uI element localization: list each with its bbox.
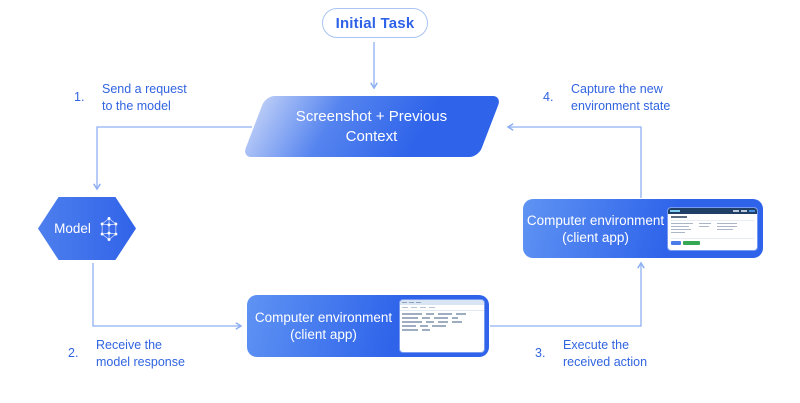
file-manager-thumbnail (400, 300, 484, 352)
thumbnail-nav (733, 209, 755, 212)
arrow-context-to-model (93, 126, 252, 191)
computer-env-bottom-label: Computer environment (client app) (254, 310, 393, 342)
initial-task-label: Initial Task (335, 14, 415, 32)
computer-env-right-label: Computer environment (client app) (526, 212, 665, 245)
thumbnail-body (668, 214, 757, 247)
initial-task-node: Initial Task (322, 8, 428, 38)
thumbnail-rows (400, 311, 484, 335)
computer-env-bottom-node: Computer environment (client app) (247, 295, 489, 357)
model-network-icon (100, 216, 118, 241)
arrow-env-to-env (490, 261, 645, 327)
thumbnail-header (668, 207, 757, 214)
step-label-3: 3. Execute the received action (535, 338, 648, 369)
model-label: Model (54, 221, 91, 236)
thumbnail-toolbar (400, 305, 484, 311)
model-node: Model (38, 197, 136, 260)
thumbnail-titlebar (400, 300, 484, 305)
step-label-4: 4. Capture the new environment state (543, 82, 671, 113)
computer-env-right-node: Computer environment (client app) (523, 199, 763, 258)
arrow-model-to-env (92, 263, 243, 330)
screenshot-context-node: Screenshot + Previous Context (242, 96, 502, 157)
step-label-2: 2. Receive the model response (68, 338, 185, 369)
step-label-1: 1. Send a request to the model (74, 82, 187, 113)
web-app-thumbnail (668, 207, 757, 250)
thumbnail-green-button (683, 240, 700, 245)
thumbnail-logo (670, 209, 680, 212)
thumbnail-blue-button (671, 240, 681, 245)
arrow-env-to-context (506, 123, 642, 198)
screenshot-context-label: Screenshot + Previous Context (296, 107, 448, 145)
